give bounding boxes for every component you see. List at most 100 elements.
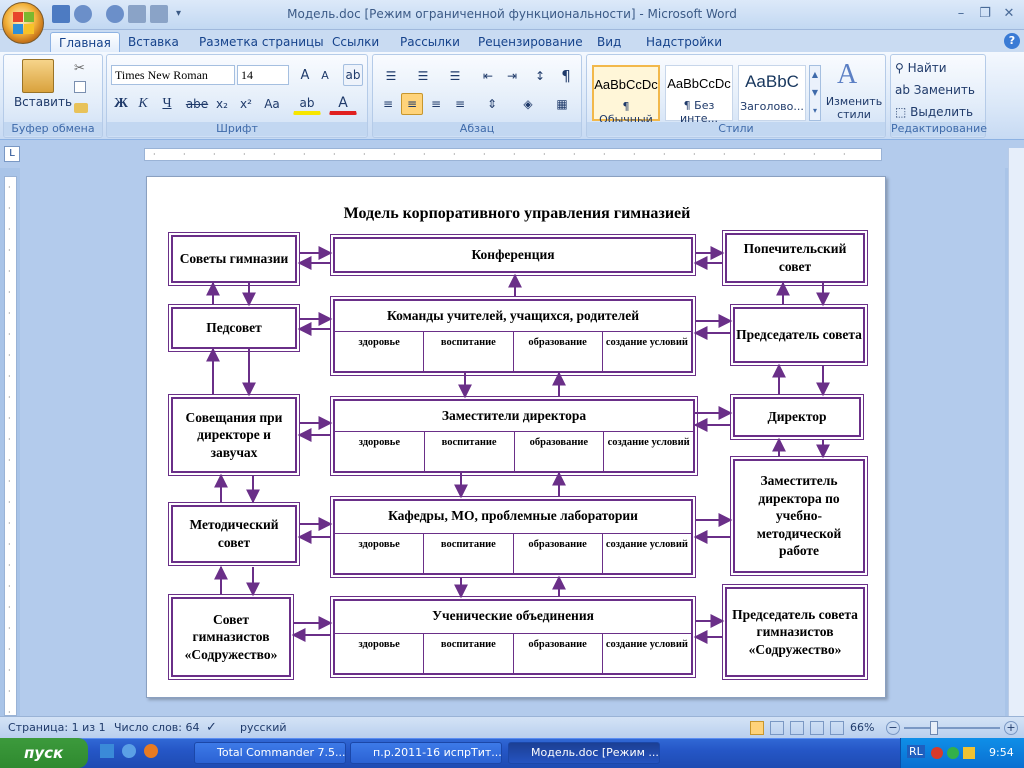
zoom-in-icon[interactable]: +: [1004, 721, 1018, 735]
tab-mailings[interactable]: Рассылки: [400, 35, 460, 49]
outline-icon[interactable]: [810, 721, 824, 735]
connector-arrows: [206, 246, 830, 644]
copy-icon[interactable]: [74, 81, 86, 93]
tray-icon-2[interactable]: [947, 747, 959, 759]
draft-icon[interactable]: [830, 721, 844, 735]
tray-icon-3[interactable]: [963, 747, 975, 759]
numbering-icon[interactable]: ☰: [417, 69, 429, 83]
task-word-model[interactable]: Модель.doc [Режим ...: [508, 742, 660, 764]
vertical-scrollbar[interactable]: [1008, 148, 1024, 716]
paste-icon[interactable]: [22, 59, 54, 93]
task-total-commander[interactable]: Total Commander 7.5...: [194, 742, 346, 764]
ie-icon[interactable]: [122, 744, 136, 758]
web-layout-icon[interactable]: [790, 721, 804, 735]
cell-sozdanie-usloviy: создание условий: [601, 534, 691, 573]
ribbon-tabs: Главная Вставка Разметка страницы Ссылки…: [0, 30, 1024, 52]
box-sovety-gimnazii: Советы гимназии: [168, 232, 300, 286]
help-icon[interactable]: ?: [1004, 33, 1020, 49]
restore-button[interactable]: ❐: [979, 6, 991, 21]
tab-page-layout[interactable]: Разметка страницы: [199, 35, 324, 49]
tab-insert[interactable]: Вставка: [128, 35, 179, 49]
format-painter-icon[interactable]: [74, 103, 88, 113]
firefox-icon[interactable]: [144, 744, 158, 758]
print-preview-icon[interactable]: [150, 5, 168, 23]
style-heading[interactable]: AaBbC Заголово...: [738, 65, 806, 121]
bullets-icon[interactable]: ☰: [385, 69, 397, 83]
word-count[interactable]: Число слов: 64: [114, 721, 200, 734]
underline-icon[interactable]: Ч: [162, 96, 172, 111]
italic-icon[interactable]: К: [138, 96, 148, 111]
zoom-out-icon[interactable]: −: [886, 721, 900, 735]
undo-icon[interactable]: [74, 5, 92, 23]
align-center-icon[interactable]: ≡: [401, 93, 423, 115]
minimize-button[interactable]: –: [957, 6, 965, 21]
styles-scroll-icon[interactable]: ▲▼▾: [809, 65, 821, 121]
zoom-slider-handle[interactable]: [930, 721, 938, 735]
show-marks-icon[interactable]: ¶: [561, 67, 571, 85]
show-desktop-icon[interactable]: [100, 744, 114, 758]
cell-obrazovanie: образование: [512, 534, 602, 573]
tray-icon-1[interactable]: [931, 747, 943, 759]
select-icon: ⬚: [895, 105, 911, 119]
horizontal-ruler[interactable]: ························: [144, 148, 882, 161]
bold-icon[interactable]: Ж: [114, 96, 128, 111]
save-icon[interactable]: [52, 5, 70, 23]
change-styles-button[interactable]: Изменить стили: [825, 95, 883, 121]
kafedry-title: Кафедры, МО, проблемные лаборатории: [388, 508, 638, 523]
align-right-icon[interactable]: ≡: [430, 97, 442, 111]
proofing-icon[interactable]: ✓: [206, 720, 217, 735]
style-no-spacing[interactable]: AaBbCcDc ¶ Без инте...: [665, 65, 733, 125]
line-spacing-icon[interactable]: ⇕: [486, 97, 498, 111]
find-button[interactable]: ⚲ Найти: [895, 61, 947, 75]
replace-button[interactable]: ab Заменить: [895, 83, 975, 97]
zoom-level[interactable]: 66%: [850, 721, 875, 734]
paste-button[interactable]: Вставить: [13, 95, 73, 109]
language-bar[interactable]: RL: [907, 745, 925, 758]
print-icon[interactable]: [128, 5, 146, 23]
language-indicator[interactable]: русский: [240, 721, 287, 734]
box-zam-umr: Заместитель директора по учебно-методиче…: [730, 456, 868, 576]
customize-qat-icon[interactable]: ▾: [176, 8, 182, 19]
tab-home[interactable]: Главная: [50, 32, 120, 52]
highlight-icon[interactable]: ab: [293, 93, 321, 115]
clear-formatting-icon[interactable]: ab: [343, 64, 363, 86]
tab-addins[interactable]: Надстройки: [646, 35, 723, 49]
tab-review[interactable]: Рецензирование: [478, 35, 583, 49]
document-page[interactable]: Модель корпоративного управления гимнази…: [146, 176, 886, 698]
borders-icon[interactable]: ▦: [556, 97, 568, 111]
grow-font-icon[interactable]: A: [300, 67, 310, 83]
multilevel-list-icon[interactable]: ☰: [449, 69, 461, 83]
box-predsedatel-soveta: Председатель совета: [730, 304, 868, 366]
strikethrough-icon[interactable]: abe: [185, 97, 209, 111]
sort-icon[interactable]: ↕: [534, 69, 546, 83]
shading-icon[interactable]: ◈: [523, 97, 533, 111]
tab-view[interactable]: Вид: [597, 35, 622, 49]
align-left-icon[interactable]: ≡: [382, 97, 394, 111]
select-button[interactable]: ⬚ Выделить: [895, 105, 973, 119]
tab-references[interactable]: Ссылки: [332, 35, 380, 49]
font-size-combo[interactable]: 14: [237, 65, 289, 85]
font-color-icon[interactable]: A: [329, 93, 357, 115]
start-button[interactable]: пуск: [0, 738, 88, 768]
justify-icon[interactable]: ≡: [454, 97, 466, 111]
superscript-icon[interactable]: x²: [240, 97, 252, 111]
full-screen-reading-icon[interactable]: [770, 721, 784, 735]
change-styles-icon[interactable]: A: [837, 59, 858, 90]
close-button[interactable]: ✕: [1003, 6, 1015, 21]
font-family-combo[interactable]: Times New Roman: [111, 65, 235, 85]
cut-icon[interactable]: ✂: [74, 61, 85, 76]
task-word-doc-2[interactable]: п.р.2011-16 испрТит...: [350, 742, 502, 764]
subscript-icon[interactable]: x₂: [216, 97, 228, 111]
redo-icon[interactable]: [106, 5, 124, 23]
decrease-indent-icon[interactable]: ⇤: [482, 69, 494, 83]
style-normal[interactable]: AaBbCcDc ¶ Обычный: [592, 65, 660, 126]
tab-selector-icon[interactable]: L: [4, 146, 20, 162]
print-layout-icon[interactable]: [750, 721, 764, 735]
vertical-ruler[interactable]: ··························: [4, 176, 17, 717]
shrink-font-icon[interactable]: A: [321, 68, 329, 82]
page-count[interactable]: Страница: 1 из 1: [8, 721, 106, 734]
office-button[interactable]: [2, 2, 44, 44]
change-case-icon[interactable]: Aa: [264, 97, 280, 111]
zoom-slider[interactable]: [904, 727, 1000, 729]
increase-indent-icon[interactable]: ⇥: [506, 69, 518, 83]
